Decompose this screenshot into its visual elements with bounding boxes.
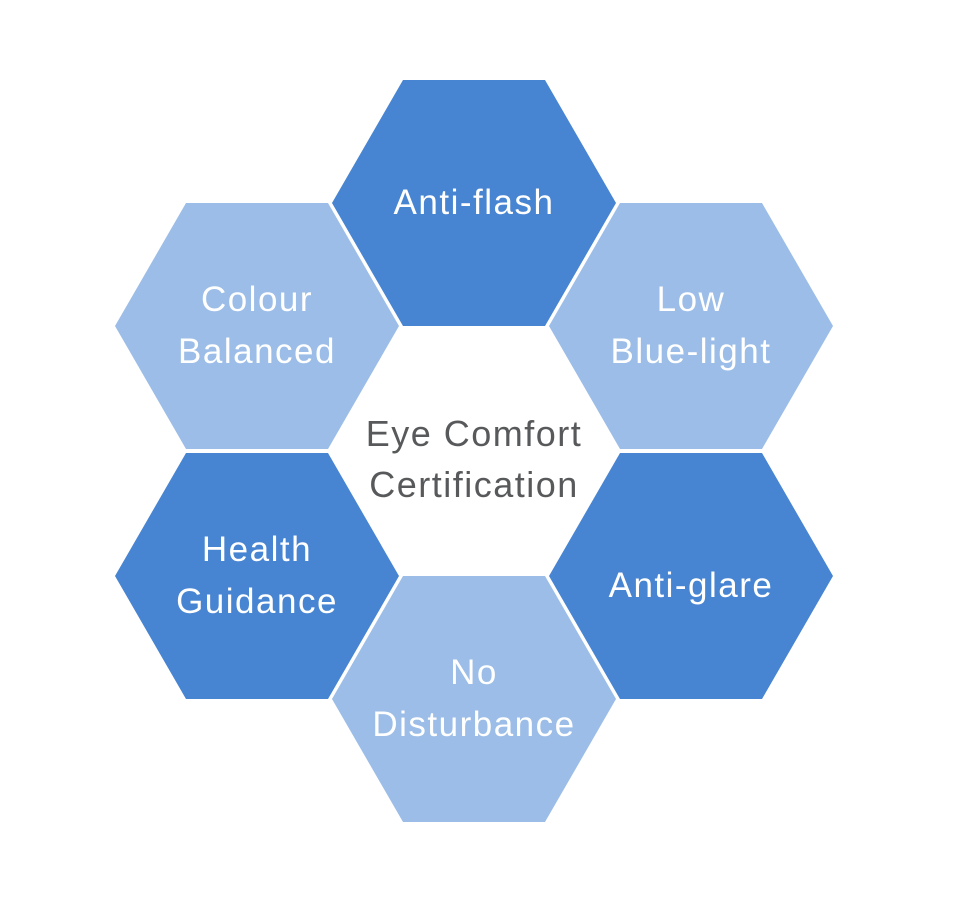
hexagon-health-guidance-label: Health Guidance: [176, 529, 338, 622]
hexagon-low-blue-light-label: Low Blue-light: [610, 279, 772, 372]
hexagon-anti-flash-label: Anti-flash: [393, 182, 555, 222]
hexagon-colour-balanced-label: Colour Balanced: [178, 279, 336, 372]
hexagon-no-disturbance-label: No Disturbance: [372, 652, 576, 745]
center-title: Eye Comfort Certification: [365, 413, 583, 506]
hexagon-anti-glare-label: Anti-glare: [608, 565, 774, 605]
